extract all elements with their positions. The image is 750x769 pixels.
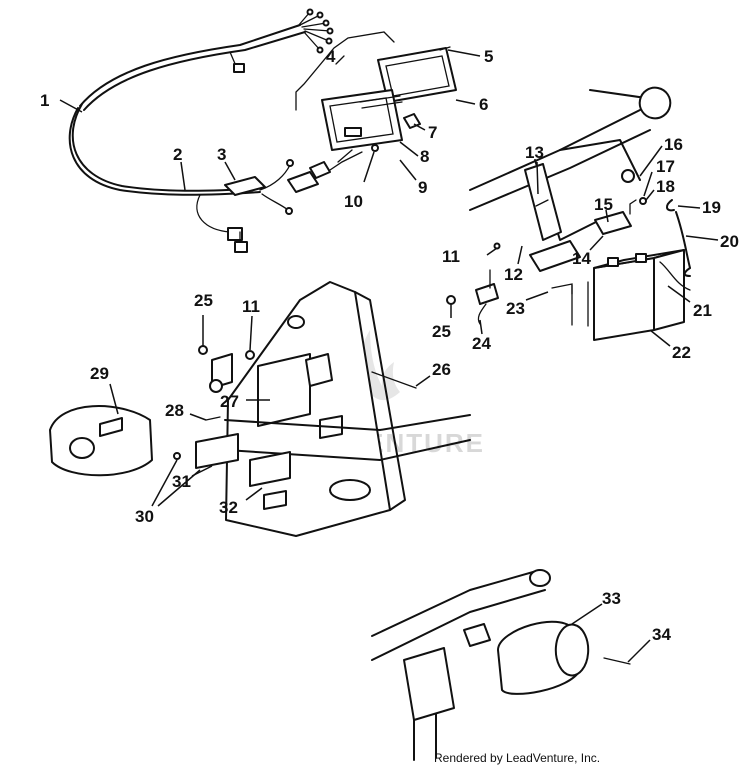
- callout-11-right: 11: [442, 247, 460, 266]
- callout-30: 30: [135, 507, 154, 526]
- callout-25-right: 25: [432, 322, 451, 341]
- mount-plate-assembly: [49, 281, 471, 537]
- callout-29: 29: [90, 364, 109, 383]
- callout-4: 4: [326, 47, 336, 66]
- callout-31: 31: [172, 472, 191, 491]
- callout-28: 28: [165, 401, 184, 420]
- callout-25-left: 25: [194, 291, 213, 310]
- callout-2: 2: [173, 145, 182, 164]
- callout-32: 32: [219, 498, 238, 517]
- callout-24: 24: [472, 334, 491, 353]
- callout-3: 3: [217, 145, 226, 164]
- callout-14: 14: [572, 249, 591, 268]
- callout-5: 5: [484, 47, 493, 66]
- wiring-harness: [68, 8, 363, 253]
- callout-11-left: 11: [242, 297, 260, 316]
- callout-18: 18: [656, 177, 675, 196]
- callout-27: 27: [220, 392, 239, 411]
- callout-33: 33: [602, 589, 621, 608]
- callout-12: 12: [504, 265, 523, 284]
- callout-6: 6: [479, 95, 488, 114]
- callout-7: 7: [428, 123, 437, 142]
- credit-text: Rendered by LeadVenture, Inc.: [434, 751, 600, 765]
- callout-19: 19: [702, 198, 721, 217]
- callout-26: 26: [432, 360, 451, 379]
- taillight-assembly: [295, 31, 457, 163]
- callout-labels: 1 2 3 4 5 6 7 8 9 10 11 11 12: [40, 47, 739, 663]
- callout-8: 8: [420, 147, 429, 166]
- callout-17: 17: [656, 157, 675, 176]
- callout-15: 15: [594, 195, 613, 214]
- callout-22: 22: [672, 343, 691, 362]
- callout-23: 23: [506, 299, 525, 318]
- starter-assembly: [371, 569, 631, 761]
- callout-16: 16: [664, 135, 683, 154]
- callout-9: 9: [418, 178, 427, 197]
- callout-1: 1: [40, 91, 49, 110]
- callout-20: 20: [720, 232, 739, 251]
- callout-34: 34: [652, 625, 671, 644]
- callout-13: 13: [525, 143, 544, 162]
- callout-10: 10: [344, 192, 363, 211]
- callout-21: 21: [693, 301, 712, 320]
- battery-frame-assembly: [446, 86, 691, 341]
